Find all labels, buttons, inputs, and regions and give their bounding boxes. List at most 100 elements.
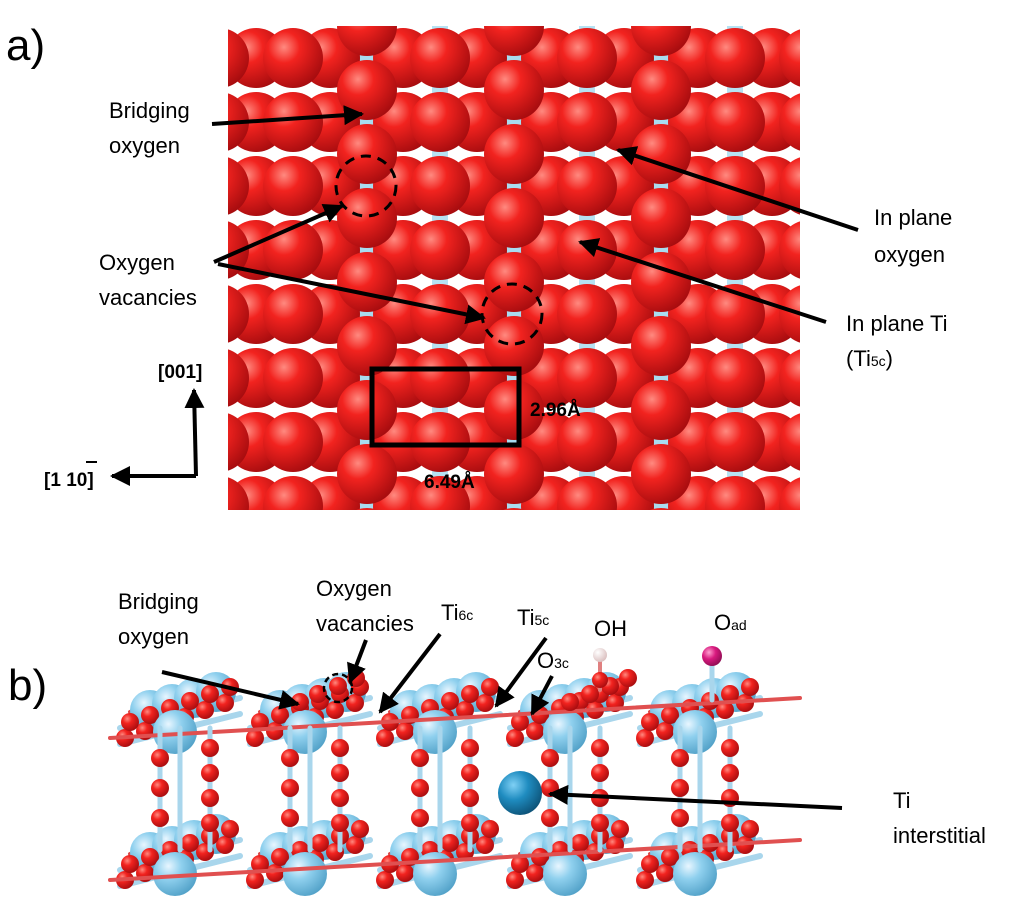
oxygen-atom [656,864,674,882]
oxygen-atom [141,706,159,724]
oxygen-atom [396,864,414,882]
bridging-oxygen-atom [337,26,397,56]
bridging-oxygen-atom [337,252,397,312]
oxygen-atom [557,540,617,600]
oxygen-atom [668,540,728,600]
oxygen-atom [271,706,289,724]
bridging-oxygen-atom [484,316,544,376]
panel-a-label: a) [6,21,45,70]
oxygen-atom [476,836,494,854]
oxygen-atom [591,739,609,757]
oxygen-atom [656,722,674,740]
arrow-ti-interstitial [548,784,843,810]
oxygen-atom [456,701,474,719]
oxygen-atom [636,871,654,889]
ti-atom [673,852,717,896]
ti-atom [723,558,747,582]
oxygen-atom [281,779,299,797]
oxygen-atom [742,0,802,24]
bridging-oxygen-atom [631,380,691,440]
oxygen-atom [511,855,529,873]
oxygen-atom [196,701,214,719]
oxygen-atom [779,221,800,279]
label-in-plane-ti-1: In plane Ti [846,311,948,336]
bridging-oxygen-atom [337,444,397,504]
oxygen-atom [741,820,759,838]
oxygen-atom [189,0,249,24]
bridging-oxygen-atom [631,252,691,312]
panel-b-side-lattice [108,646,802,896]
oxygen-atom [506,729,524,747]
oxygen-atom [557,412,617,472]
oxygen-atom [201,685,219,703]
arrow-o3c [530,675,554,716]
oxygen-atom [263,92,323,152]
oxygen-atom [671,749,689,767]
oxygen-atom [741,678,759,696]
oxygen-atom [636,729,654,747]
ti-atom [649,526,673,550]
oxygen-atom [571,834,589,852]
oxygen-atom [263,348,323,408]
oxygen-atom [521,540,581,600]
arrow-bridging-oxygen-a [211,105,364,126]
oxygen-atom [591,764,609,782]
oxygen-atom [121,855,139,873]
oxygen-atom [594,0,654,24]
oxygen-atom [263,156,323,216]
oxygen-atom [511,713,529,731]
bridging-oxygen-atom [631,60,691,120]
arrow-vacancy-b [347,639,368,684]
ti-atom [281,558,305,582]
label-in-plane-ti-2: (Ti5c) [846,346,893,371]
oxygen-atom [705,348,765,408]
bridging-oxygen-atom [484,188,544,248]
oxygen-atom [246,729,264,747]
bridging-oxygen-atom [484,124,544,184]
label-bridging-oxygen-a-1: Bridging [109,98,190,123]
oxygen-atom [326,701,344,719]
oxygen-atom [641,855,659,873]
label-ti5c: Ti5c [517,605,549,630]
oxygen-atom [311,834,329,852]
bridging-oxygen-atom [650,508,672,510]
oxygen-atom [410,156,470,216]
oxygen-atom [263,476,323,510]
panel-b-label: b) [8,661,47,710]
oxygen-atom [721,685,739,703]
label-oh: OH [594,616,627,641]
ti-atom [543,852,587,896]
oxygen-atom [705,540,765,600]
oxygen-atom [526,864,544,882]
arrow-ti5c [494,636,548,708]
oxygen-atom [263,284,323,344]
oxygen-atom [742,540,802,600]
oxygen-atom [557,92,617,152]
oxygen-atom [300,0,360,24]
oxygen-atom [263,412,323,472]
oxygen-atom [151,809,169,827]
oxygen-atom [411,809,429,827]
axis-arrow-001 [184,388,205,477]
label-bridging-oxygen-a-2: oxygen [109,133,180,158]
oxygen-atom [721,764,739,782]
oxygen-atom [346,694,364,712]
label-oxygen-vacancies-a-2: vacancies [99,285,197,310]
label-ti6c: Ti6c [441,600,473,625]
oxygen-atom [201,764,219,782]
hydrogen-atom [593,648,607,662]
ti-atom [153,710,197,754]
oxygen-atom [461,814,479,832]
ti-atom [281,0,305,6]
oxygen-atom [228,285,249,343]
arrow-vacancy-2 [217,262,486,325]
oxygen-atom [591,814,609,832]
oxygen-atom [410,284,470,344]
oxygen-atom [228,477,249,510]
oxygen-atom [721,814,739,832]
bridging-oxygen-atom [484,380,544,440]
ti-atom [723,0,747,6]
ti-atom [283,710,327,754]
unit-cell-box [369,366,522,448]
oxygen-atom [351,820,369,838]
